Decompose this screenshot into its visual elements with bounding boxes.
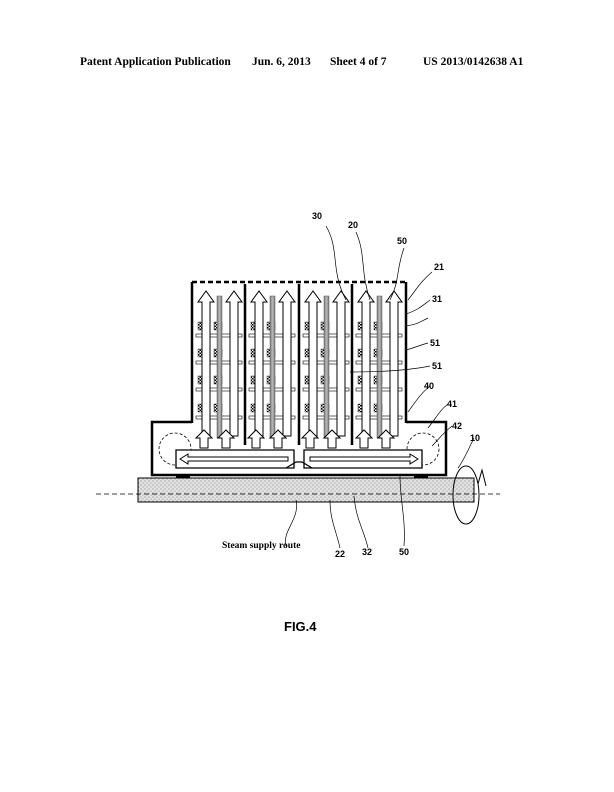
heating-rod bbox=[376, 295, 383, 439]
manifold-arrows-right bbox=[309, 453, 419, 465]
ref-22: 22 bbox=[335, 549, 345, 559]
flow-arrow-up bbox=[197, 290, 215, 437]
figure-caption: FIG.4 bbox=[284, 619, 317, 634]
ref-32: 32 bbox=[362, 547, 372, 557]
ref-50-bottom: 50 bbox=[399, 547, 409, 557]
mount-left bbox=[176, 474, 190, 478]
flow-arrow-up bbox=[357, 290, 375, 437]
ref-51-a: 51 bbox=[430, 338, 440, 348]
stack-walls bbox=[190, 282, 408, 445]
heating-rod bbox=[269, 295, 276, 439]
inlet-arrows bbox=[194, 429, 396, 449]
steam-supply-label: Steam supply route bbox=[222, 541, 300, 551]
flow-arrow-up bbox=[385, 290, 403, 437]
header-publication: Patent Application Publication bbox=[80, 56, 231, 68]
header-date: Jun. 6, 2013 bbox=[252, 56, 311, 68]
ref-30: 30 bbox=[312, 211, 322, 221]
inlet-arrow bbox=[246, 429, 266, 449]
chamber-outline bbox=[150, 420, 448, 477]
ref-31: 31 bbox=[432, 294, 442, 304]
flow-circle-right bbox=[406, 432, 440, 466]
flow-arrow-up bbox=[332, 290, 350, 437]
leader-lines bbox=[285, 225, 475, 549]
inlet-arrow bbox=[354, 429, 374, 449]
ref-51-b: 51 bbox=[432, 361, 442, 371]
heating-rod bbox=[216, 295, 223, 439]
inlet-arrow bbox=[216, 429, 236, 449]
flow-arrow-up bbox=[278, 290, 296, 437]
ref-10: 10 bbox=[470, 433, 480, 443]
rotation-arrow bbox=[452, 465, 487, 525]
mount-right bbox=[414, 474, 428, 478]
header-patent-number: US 2013/0142638 A1 bbox=[423, 56, 524, 68]
ref-40: 40 bbox=[424, 381, 434, 391]
inlet-arrow bbox=[268, 429, 288, 449]
flow-circle-left bbox=[158, 432, 192, 466]
ref-42: 42 bbox=[452, 421, 462, 431]
base-plate bbox=[137, 477, 475, 503]
ref-21: 21 bbox=[434, 262, 444, 272]
inlet-arrow bbox=[322, 429, 342, 449]
flow-arrow-up bbox=[250, 290, 268, 437]
vertical-columns bbox=[197, 290, 403, 439]
inlet-arrow bbox=[194, 429, 214, 449]
ref-41: 41 bbox=[447, 399, 457, 409]
heating-rod bbox=[323, 295, 330, 439]
inlet-arrow bbox=[300, 429, 320, 449]
ref-20: 20 bbox=[348, 220, 358, 230]
header-sheet: Sheet 4 of 7 bbox=[330, 56, 387, 68]
manifold-arrows-left bbox=[179, 453, 289, 465]
flow-arrow-up bbox=[225, 290, 243, 437]
flow-arrow-up bbox=[304, 290, 322, 437]
ref-50-top: 50 bbox=[397, 236, 407, 246]
inlet-arrow bbox=[376, 429, 396, 449]
